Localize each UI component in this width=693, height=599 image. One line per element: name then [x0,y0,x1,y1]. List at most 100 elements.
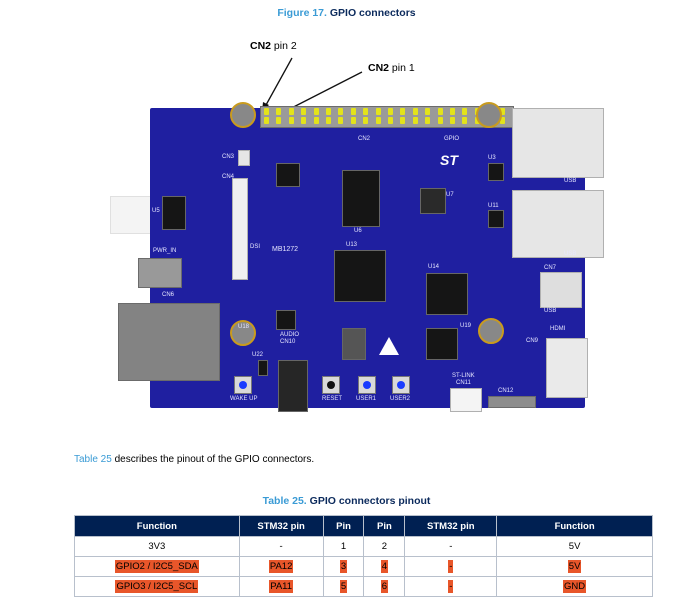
header-function: Function [496,515,653,537]
standoff-icon [476,102,502,128]
connector-cn6 [138,258,182,288]
label-u3: U3 [488,155,496,161]
label-cn2: CN2 [358,136,371,142]
cell-value: 5V [567,560,582,573]
header-pin: Pin [363,515,406,537]
gpio-pin [288,108,294,115]
gpio-pin [450,117,455,124]
figure-title: Figure 17. GPIO connectors [0,7,693,19]
callout-cn2-pin1: CN2 pin 1 [368,62,415,74]
table-number: Table 25. [262,495,307,507]
table-cell: PA11 [238,576,324,597]
label-u19: U19 [460,323,472,329]
table-header-row: Function STM32 pin Pin Pin STM32 pin Fun… [74,515,653,537]
label-u6: U6 [354,228,362,234]
gpio-pin [363,108,369,115]
label-pwr-in: PWR_IN [153,248,177,254]
cell-value: GPIO3 / I2C5_SCL [115,580,199,593]
label-u22: U22 [252,352,264,358]
table-cell: 5V [496,536,653,557]
label-cn10: CN10 [280,339,296,345]
label-audio: AUDIO [280,332,300,338]
audio-jack [278,360,308,412]
table-reference-link[interactable]: Table 25 [74,454,112,465]
gpio-pin [326,108,331,115]
cell-value: 4 [380,560,389,573]
connector-cn12 [488,396,536,408]
table-cell: - [404,556,498,577]
label-user1: USER1 [356,396,377,402]
label-u14: U14 [428,264,440,270]
cell-value: PA12 [268,560,294,573]
gpio-pin [363,117,369,124]
label-user2: USER2 [390,396,411,402]
table-cell: 3V3 [74,536,240,557]
gpio-pin [400,117,406,124]
connector-cn9-hdmi [546,338,588,398]
chip-misc [342,328,366,360]
callout-bold: CN2 [368,62,390,74]
gpio-pin [338,117,344,124]
gpio-pin [437,108,443,115]
user2-button[interactable] [392,376,410,394]
table-cell: 1 [322,536,365,557]
gpio-pin [499,108,505,115]
gpio-pin [412,117,418,124]
callout-text: pin 1 [389,62,415,74]
esd-warning-icon [379,337,399,355]
label-wakeup: WAKE UP [230,396,258,402]
cell-value: - [448,580,454,593]
label-cn11: CN11 [456,380,471,386]
arrow-pin2 [265,57,293,106]
reset-button[interactable] [322,376,340,394]
ethernet-jack [118,303,220,381]
table-cell: 5V [496,556,653,577]
cell-value: 6 [380,580,389,593]
label-hdmi: HDMI [550,326,566,332]
gpio-pin [462,117,468,124]
cell-value: 3V3 [148,541,166,552]
cell-value: GND [563,580,587,593]
label-usb1: USB [564,178,577,184]
gpio-pin [425,117,431,124]
table-cell: GPIO3 / I2C5_SCL [74,576,240,597]
label-dsi: DSI [250,244,261,250]
label-u7: U7 [446,192,454,198]
standoff-icon [230,102,256,128]
connector-cn11-usb [450,388,482,412]
gpio-pin [350,117,356,124]
gpio-pin [276,108,282,115]
table-cell: 6 [363,576,406,597]
body-paragraph: Table 25 describes the pinout of the GPI… [74,454,314,465]
callout-cn2-pin2: CN2 pin 2 [250,40,297,52]
label-cn4: CN4 [222,174,235,180]
gpio-pin [437,117,443,124]
wakeup-button[interactable] [234,376,252,394]
table-cell: - [238,536,324,557]
user1-button[interactable] [358,376,376,394]
gpio-pin [375,117,381,124]
table-cell: - [404,536,498,557]
label-usb2: USB [564,251,577,257]
table-cell: PA12 [238,556,324,577]
body-text: describes the pinout of the GPIO connect… [111,454,315,465]
label-mb1272: MB1272 [272,246,299,253]
label-gpio: GPIO [444,136,460,142]
gpio-pin [450,108,455,115]
connector-cn4-dsi [232,178,248,280]
gpio-pin [326,117,331,124]
header-pin: Pin [322,515,365,537]
label-cn9: CN9 [526,338,539,344]
header-stm32-pin: STM32 pin [238,515,324,537]
cell-value: 5V [568,541,581,552]
gpio-pin [412,108,418,115]
gpio-pin [375,108,381,115]
label-cn3: CN3 [222,154,235,160]
cell-value: 2 [381,541,388,552]
table-cell: 2 [363,536,406,557]
label-cn6: CN6 [162,292,175,298]
board-image: CN2 GPIO U6 U13 U14 U7 U3 U11 U19 U18 U2… [110,98,610,418]
table-cell: GPIO2 / I2C5_SDA [74,556,240,577]
st-logo: ST [440,152,458,168]
